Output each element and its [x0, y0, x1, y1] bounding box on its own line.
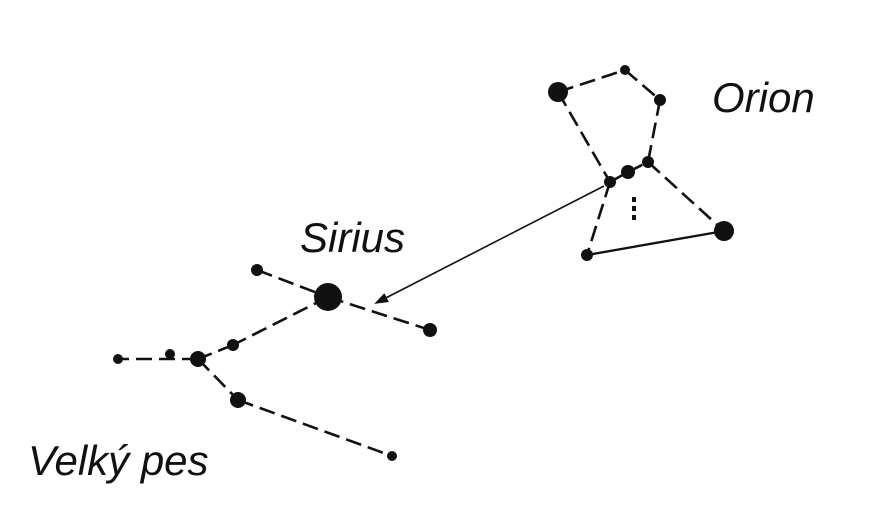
orion-line — [586, 229, 725, 257]
star — [230, 392, 246, 408]
star — [227, 339, 239, 351]
canis-major-line — [256, 268, 329, 299]
star — [423, 323, 437, 337]
canis-major-lines — [118, 268, 431, 458]
star — [165, 349, 175, 359]
star — [190, 351, 206, 367]
star — [548, 82, 568, 102]
canis-major-line — [197, 358, 239, 401]
label-sirius: Sirius — [300, 214, 405, 261]
canis-major-line — [237, 398, 393, 458]
star — [387, 451, 397, 461]
star — [251, 264, 263, 276]
label-orion: Orion — [712, 74, 815, 121]
star — [113, 354, 123, 364]
star — [654, 94, 666, 106]
orion-line — [647, 161, 725, 232]
canis-major-line — [232, 295, 329, 347]
star — [642, 156, 654, 168]
sirius-star — [314, 283, 342, 311]
orion-line — [624, 69, 661, 101]
orion-line — [557, 68, 626, 94]
canis-major-stars — [113, 264, 437, 461]
orion-lines — [556, 68, 725, 257]
star — [620, 65, 630, 75]
star — [581, 249, 593, 261]
star — [621, 165, 635, 179]
star — [604, 176, 616, 188]
orion-line — [556, 91, 612, 183]
pointer-arrow — [374, 185, 605, 304]
label-canis-major: Velký pes — [28, 437, 209, 484]
orion-line — [646, 99, 662, 163]
orion-line — [585, 181, 612, 256]
orion-stars — [548, 65, 734, 261]
canis-major-line — [327, 295, 431, 332]
star — [714, 221, 734, 241]
